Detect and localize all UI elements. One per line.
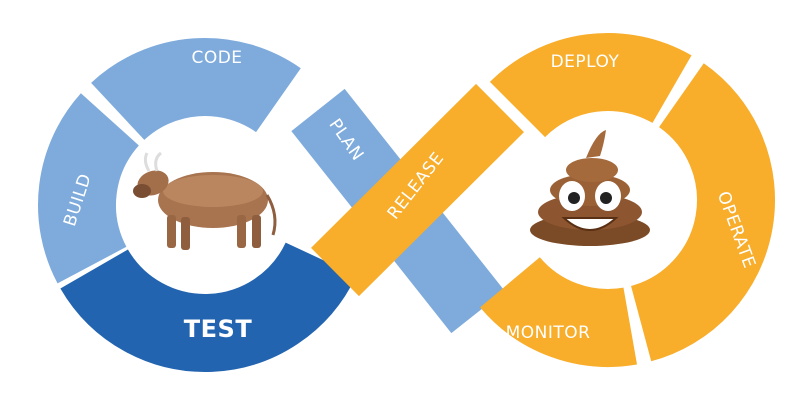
segment-build xyxy=(38,93,140,284)
stage-label-deploy: DEPLOY xyxy=(551,52,620,72)
segment-test xyxy=(60,241,357,372)
segment-code xyxy=(91,38,301,141)
segment-operate xyxy=(629,63,775,362)
segment-deploy xyxy=(489,33,692,138)
segment-release xyxy=(311,83,524,297)
poop-icon xyxy=(530,130,650,246)
segment-monitor xyxy=(480,256,637,367)
stage-label-test: TEST xyxy=(184,315,253,343)
cow-icon xyxy=(133,151,277,250)
stage-label-monitor: MONITOR xyxy=(506,323,591,343)
stage-label-code: CODE xyxy=(191,48,242,68)
